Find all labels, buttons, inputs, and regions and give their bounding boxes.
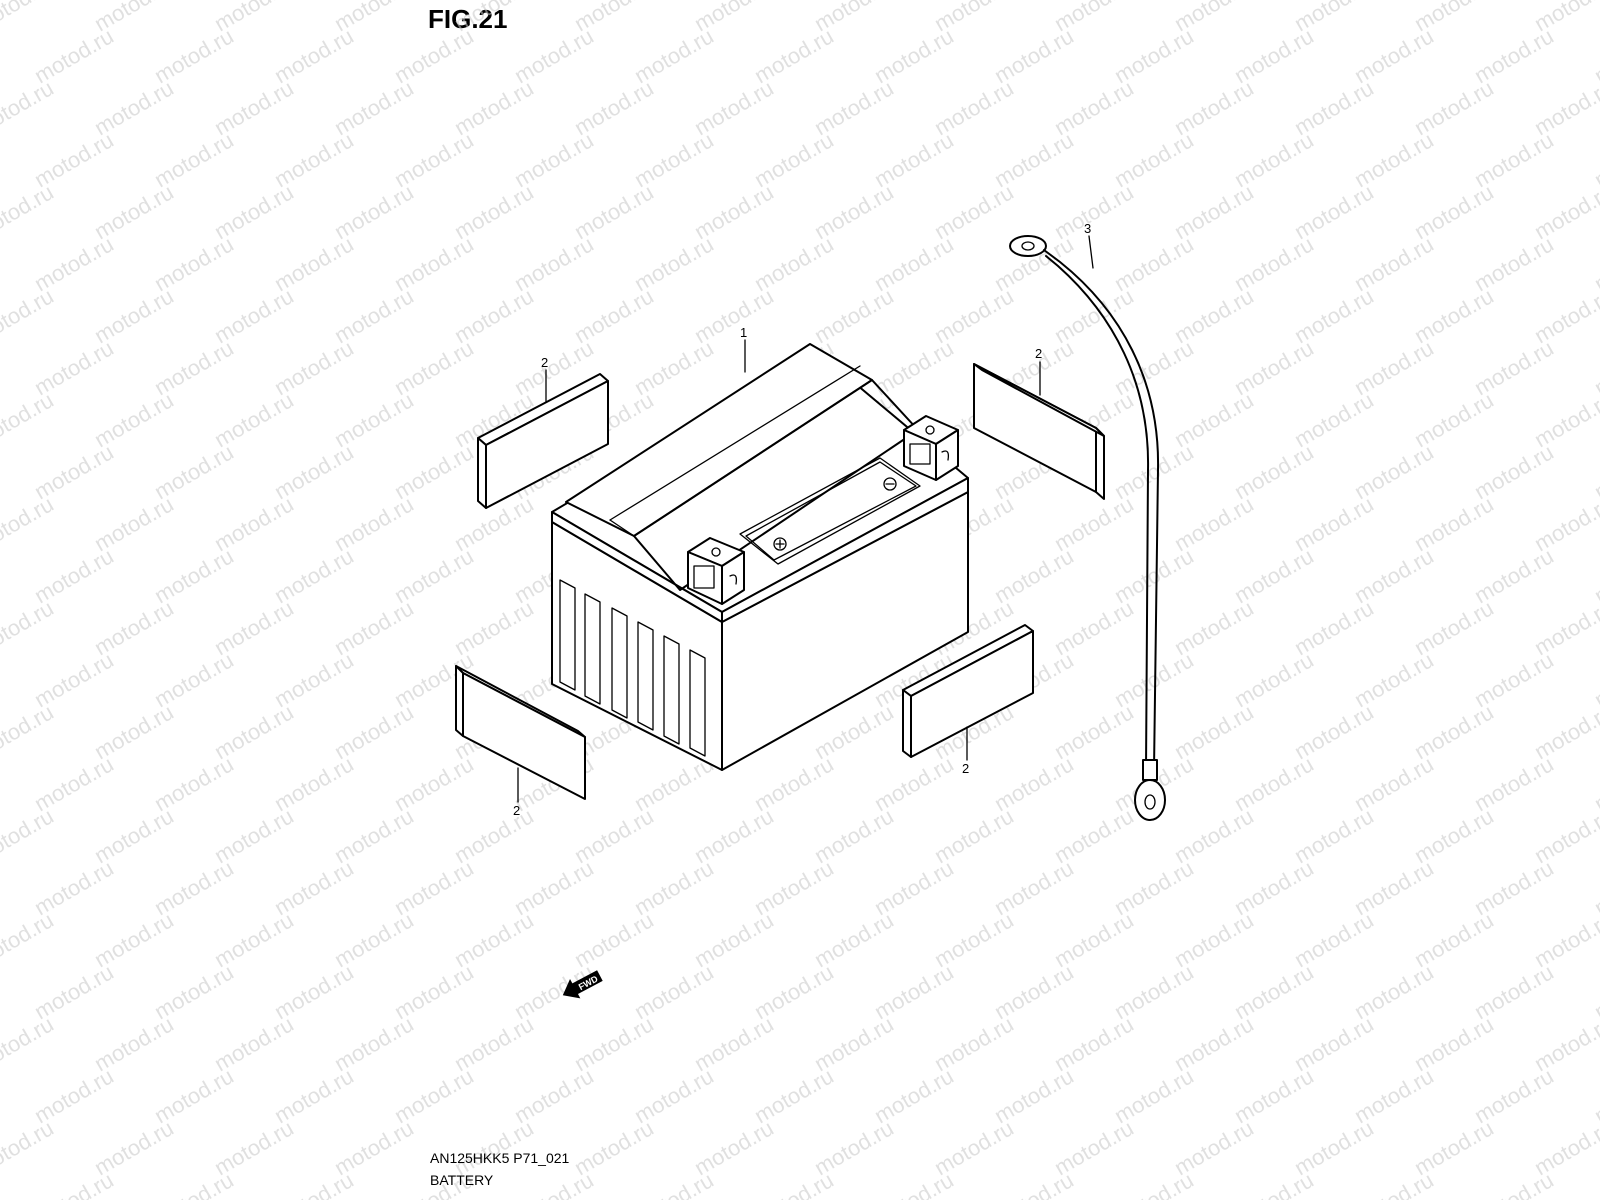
pad-top-left: 2 (477, 355, 609, 509)
watermark-text: motod.ru (1110, 1167, 1198, 1200)
figure-code: AN125HKK5 P71_021 (430, 1150, 570, 1166)
callout-pad-top-right: 2 (1035, 346, 1042, 361)
watermark-text: motod.ru (270, 1167, 358, 1200)
watermark-text: motod.ru (0, 699, 58, 764)
watermark-text: motod.ru (0, 595, 58, 660)
watermark-text: motod.ru (150, 1167, 238, 1200)
callout-pad-top-left: 2 (541, 355, 548, 370)
watermark-text: motod.ru (1350, 1167, 1438, 1200)
watermark-text: motod.ru (1470, 1167, 1558, 1200)
watermark-text: motod.ru (1590, 1167, 1600, 1200)
watermark-text: motod.ru (0, 1115, 58, 1180)
callout-pad-bottom-right: 2 (962, 761, 969, 776)
watermark-text: motod.ru (0, 803, 58, 868)
pad-bottom-left: 2 (455, 665, 586, 818)
watermark-text: motod.ru (0, 75, 58, 140)
watermark-text: motod.ru (0, 491, 58, 556)
cable: 3 (1009, 221, 1166, 821)
figure-name: BATTERY (430, 1172, 494, 1188)
callout-battery: 1 (740, 325, 747, 340)
pad-top-right: 2 (973, 346, 1105, 500)
watermark-text: motod.ru (0, 1011, 58, 1076)
watermark-text: motod.ru (0, 283, 58, 348)
watermark-text: motod.ru (510, 1167, 598, 1200)
watermark-text: motod.ru (1230, 1167, 1318, 1200)
cell-ribs (559, 579, 706, 757)
watermark-text: motod.ru (0, 0, 58, 36)
watermark-text: motod.ru (990, 1167, 1078, 1200)
battery: 1 (551, 325, 969, 771)
watermark-text: motod.ru (630, 1167, 718, 1200)
callout-pad-bottom-left: 2 (513, 803, 520, 818)
callout-cable: 3 (1084, 221, 1091, 236)
figure-title: FIG.21 (428, 4, 508, 34)
watermark-text: motod.ru (0, 179, 58, 244)
pad-bottom-right: 2 (902, 624, 1034, 776)
watermark-text: motod.ru (750, 1167, 838, 1200)
watermark-text: motod.ru (0, 907, 58, 972)
watermark-text: motod.ru (870, 1167, 958, 1200)
terminal-positive (903, 415, 959, 481)
terminal-negative (687, 537, 745, 605)
watermark-text: motod.ru (0, 387, 58, 452)
watermark-text: motod.ru (30, 1167, 118, 1200)
